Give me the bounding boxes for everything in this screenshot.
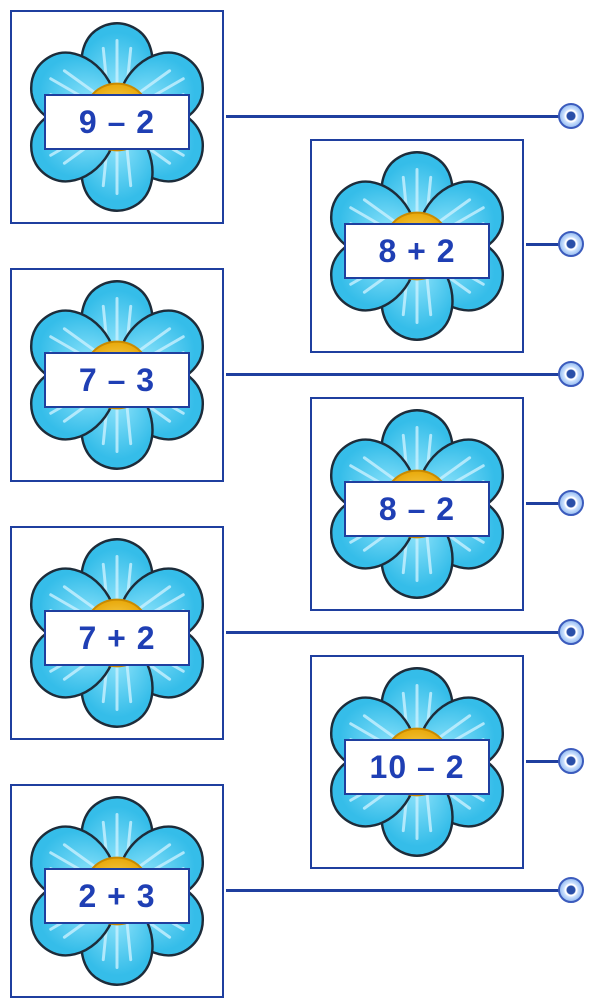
expression-label: 7 + 2 xyxy=(44,610,190,666)
expression-label: 2 + 3 xyxy=(44,868,190,924)
flower-card[interactable]: 8 – 2 xyxy=(310,397,524,611)
flower-card[interactable]: 8 + 2 xyxy=(310,139,524,353)
expression-label: 7 – 3 xyxy=(44,352,190,408)
expression-label: 9 – 2 xyxy=(44,94,190,150)
connector-dot-icon[interactable] xyxy=(558,490,584,516)
flower-card[interactable]: 7 + 2 xyxy=(10,526,224,740)
connector-line xyxy=(226,889,560,892)
expression-label: 10 – 2 xyxy=(344,739,490,795)
flower-card[interactable]: 9 – 2 xyxy=(10,10,224,224)
connector-line xyxy=(226,115,560,118)
flower-card[interactable]: 2 + 3 xyxy=(10,784,224,998)
connector-dot-icon[interactable] xyxy=(558,103,584,129)
connector-line xyxy=(226,373,560,376)
connector-dot-icon[interactable] xyxy=(558,748,584,774)
connector-dot-icon[interactable] xyxy=(558,361,584,387)
flower-card[interactable]: 10 – 2 xyxy=(310,655,524,869)
connector-dot-icon[interactable] xyxy=(558,619,584,645)
connector-line xyxy=(526,502,560,505)
connector-line xyxy=(226,631,560,634)
expression-label: 8 + 2 xyxy=(344,223,490,279)
expression-label: 8 – 2 xyxy=(344,481,490,537)
flower-card[interactable]: 7 – 3 xyxy=(10,268,224,482)
connector-dot-icon[interactable] xyxy=(558,877,584,903)
connector-line xyxy=(526,760,560,763)
connector-dot-icon[interactable] xyxy=(558,231,584,257)
connector-line xyxy=(526,243,560,246)
